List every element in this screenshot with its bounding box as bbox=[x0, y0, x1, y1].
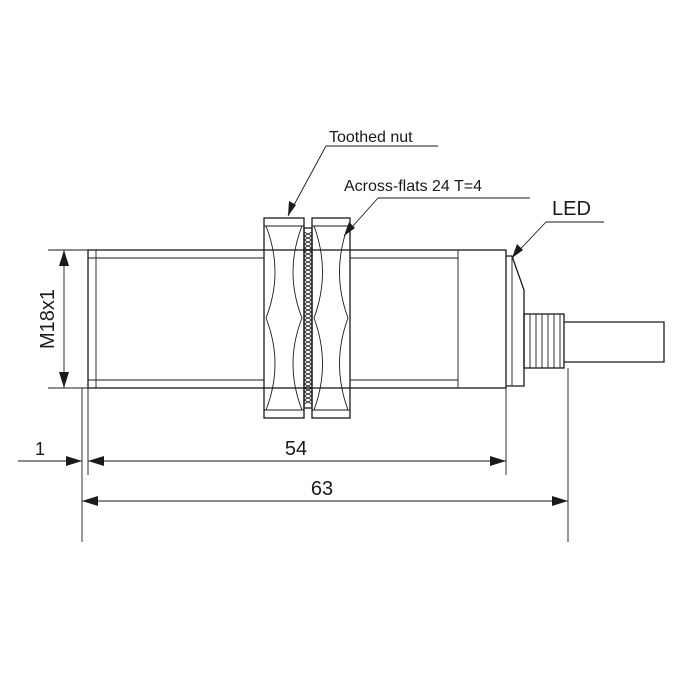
thread-label: M18x1 bbox=[37, 289, 59, 349]
total-length-value: 63 bbox=[311, 478, 333, 500]
toothed-nut-right bbox=[311, 217, 351, 419]
dimension-body-length: 54 bbox=[88, 438, 506, 466]
callout-across-flats: Across-flats 24 T=4 bbox=[343, 178, 530, 237]
body-length-value: 54 bbox=[285, 438, 307, 460]
extension-lines bbox=[81, 368, 569, 542]
dimension-front-offset: 1 bbox=[18, 439, 82, 466]
dimension-total-length: 63 bbox=[82, 478, 568, 506]
threaded-body bbox=[87, 249, 507, 389]
rear-cap bbox=[506, 255, 525, 387]
across-flats-label: Across-flats 24 T=4 bbox=[344, 178, 482, 195]
callout-toothed-nut: Toothed nut bbox=[287, 129, 438, 217]
toothed-nut-label: Toothed nut bbox=[329, 129, 413, 146]
cable-gland bbox=[523, 313, 565, 369]
front-offset-value: 1 bbox=[35, 439, 45, 459]
toothed-washer bbox=[302, 227, 314, 409]
cable bbox=[564, 321, 665, 363]
callout-led: LED bbox=[511, 198, 604, 259]
led-label: LED bbox=[552, 198, 591, 220]
dimension-thread: M18x1 bbox=[37, 249, 88, 389]
